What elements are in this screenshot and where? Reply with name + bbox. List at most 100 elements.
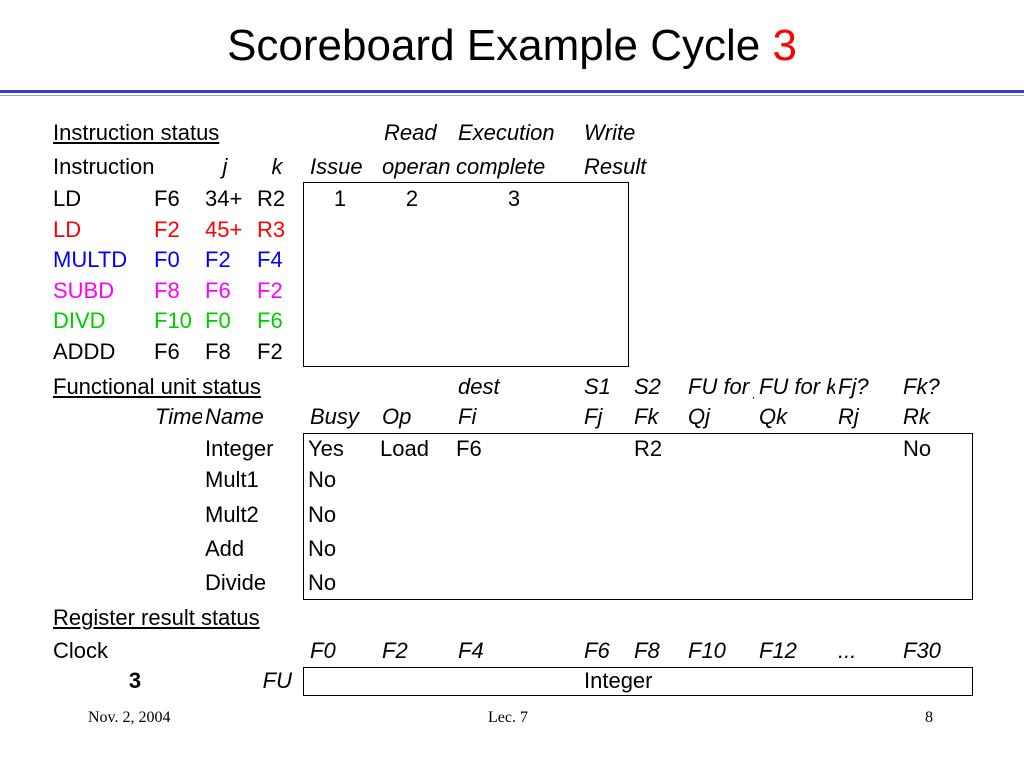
slide-title: Scoreboard Example Cycle 3 bbox=[0, 18, 1024, 74]
header-s2: S2 bbox=[634, 374, 661, 399]
fu-time bbox=[155, 502, 202, 528]
instruction-exec-cycle bbox=[458, 217, 570, 243]
fu-op bbox=[380, 570, 452, 596]
register-fu bbox=[310, 668, 378, 694]
fu-rk bbox=[903, 570, 965, 596]
instruction-j: F2 bbox=[205, 247, 231, 272]
fu-name: Add bbox=[205, 536, 245, 561]
instruction-k: F6 bbox=[257, 308, 283, 333]
instruction-write-cycle bbox=[584, 247, 624, 273]
fu-busy: Yes bbox=[308, 436, 344, 461]
fu-fk bbox=[634, 536, 684, 562]
fu-qj bbox=[688, 436, 754, 462]
register-fu bbox=[634, 668, 686, 694]
instruction-j: F0 bbox=[205, 308, 231, 333]
instruction-k: F2 bbox=[257, 277, 283, 303]
fu-fi: F6 bbox=[456, 436, 482, 461]
header-qk: Qk bbox=[759, 404, 788, 429]
fu-name: Mult2 bbox=[205, 502, 259, 527]
fu-fj bbox=[584, 467, 629, 493]
fu-fk bbox=[634, 467, 684, 493]
fu-label: FU bbox=[262, 668, 292, 693]
fu-fj bbox=[584, 436, 629, 462]
fu-time bbox=[155, 536, 202, 562]
instruction-k: F2 bbox=[257, 338, 283, 364]
instruction-k: R3 bbox=[257, 216, 286, 242]
fu-time bbox=[155, 570, 202, 596]
fu-fi bbox=[456, 570, 536, 596]
instruction-j: F8 bbox=[205, 338, 231, 364]
register-fu bbox=[458, 668, 578, 694]
instruction-write-cycle bbox=[584, 339, 624, 365]
clock-label: Clock bbox=[53, 638, 109, 663]
fu-rj bbox=[838, 536, 898, 562]
instruction-read-cycle bbox=[384, 339, 440, 365]
title-rule-thin bbox=[0, 95, 1024, 96]
instruction-write-cycle bbox=[584, 217, 624, 243]
fu-name: Mult1 bbox=[205, 467, 259, 492]
header-fk-ready: Fk? bbox=[903, 374, 940, 399]
fu-qj bbox=[688, 467, 754, 493]
fu-fi bbox=[456, 467, 536, 493]
instruction-exec-cycle bbox=[458, 339, 570, 365]
title-text: Scoreboard Example Cycle bbox=[227, 21, 773, 70]
fu-op bbox=[380, 467, 452, 493]
register-fu bbox=[688, 668, 756, 694]
register-name: F10 bbox=[688, 638, 726, 663]
header-read-operands: operands bbox=[382, 154, 450, 179]
register-name: F30 bbox=[903, 638, 941, 663]
fu-fj bbox=[584, 502, 629, 528]
fu-qk bbox=[759, 467, 835, 493]
fu-rk bbox=[903, 502, 965, 528]
header-qj: Qj bbox=[688, 404, 710, 429]
fu-rk bbox=[903, 536, 965, 562]
header-j: j bbox=[222, 154, 228, 179]
fu-name: Integer bbox=[205, 436, 274, 461]
instruction-exec-cycle bbox=[458, 308, 570, 334]
fu-op: Load bbox=[380, 436, 429, 461]
instruction-j: F6 bbox=[205, 277, 231, 303]
header-issue: Issue bbox=[310, 154, 363, 179]
fu-busy: No bbox=[308, 502, 337, 527]
register-name: F8 bbox=[634, 638, 660, 663]
instruction-status-label: Instruction status bbox=[53, 120, 220, 145]
fu-rj bbox=[838, 436, 898, 462]
fu-busy: No bbox=[308, 570, 337, 595]
instruction-issue-cycle bbox=[312, 247, 368, 273]
fu-op bbox=[380, 536, 452, 562]
fu-op bbox=[380, 502, 452, 528]
fu-fk bbox=[634, 570, 684, 596]
instruction-read-cycle bbox=[384, 278, 440, 304]
title-cycle-number: 3 bbox=[772, 21, 797, 70]
instruction-dest: F0 bbox=[154, 247, 180, 272]
fu-busy: No bbox=[308, 536, 337, 561]
instruction-write-cycle bbox=[584, 186, 624, 212]
fu-qj bbox=[688, 570, 754, 596]
instruction-exec-cycle: 3 bbox=[507, 186, 521, 211]
instruction-k: F4 bbox=[257, 247, 283, 272]
header-busy: Busy bbox=[310, 404, 359, 429]
instruction-issue-cycle bbox=[312, 308, 368, 334]
header-dest: dest bbox=[458, 374, 500, 399]
fu-qk bbox=[759, 536, 835, 562]
header-s1: S1 bbox=[584, 374, 611, 399]
header-fk: Fk bbox=[634, 404, 659, 429]
clock-value: 3 bbox=[128, 668, 142, 693]
instruction-issue-cycle: 1 bbox=[333, 186, 347, 211]
header-rj: Rj bbox=[838, 404, 859, 429]
title-rule bbox=[0, 90, 1024, 93]
fu-fk: R2 bbox=[634, 436, 663, 461]
instruction-op: LD bbox=[53, 216, 82, 242]
header-fj: Fj bbox=[584, 404, 603, 429]
instruction-read-cycle: 2 bbox=[405, 186, 419, 211]
register-fu bbox=[903, 668, 965, 694]
register-name: F6 bbox=[584, 638, 610, 663]
instruction-dest: F6 bbox=[154, 338, 180, 364]
instruction-issue-cycle bbox=[312, 339, 368, 365]
fu-fj bbox=[584, 536, 629, 562]
fu-qj bbox=[688, 502, 754, 528]
instruction-read-cycle bbox=[384, 217, 440, 243]
fu-busy: No bbox=[308, 467, 337, 492]
fu-fk bbox=[634, 502, 684, 528]
fu-rk bbox=[903, 467, 965, 493]
